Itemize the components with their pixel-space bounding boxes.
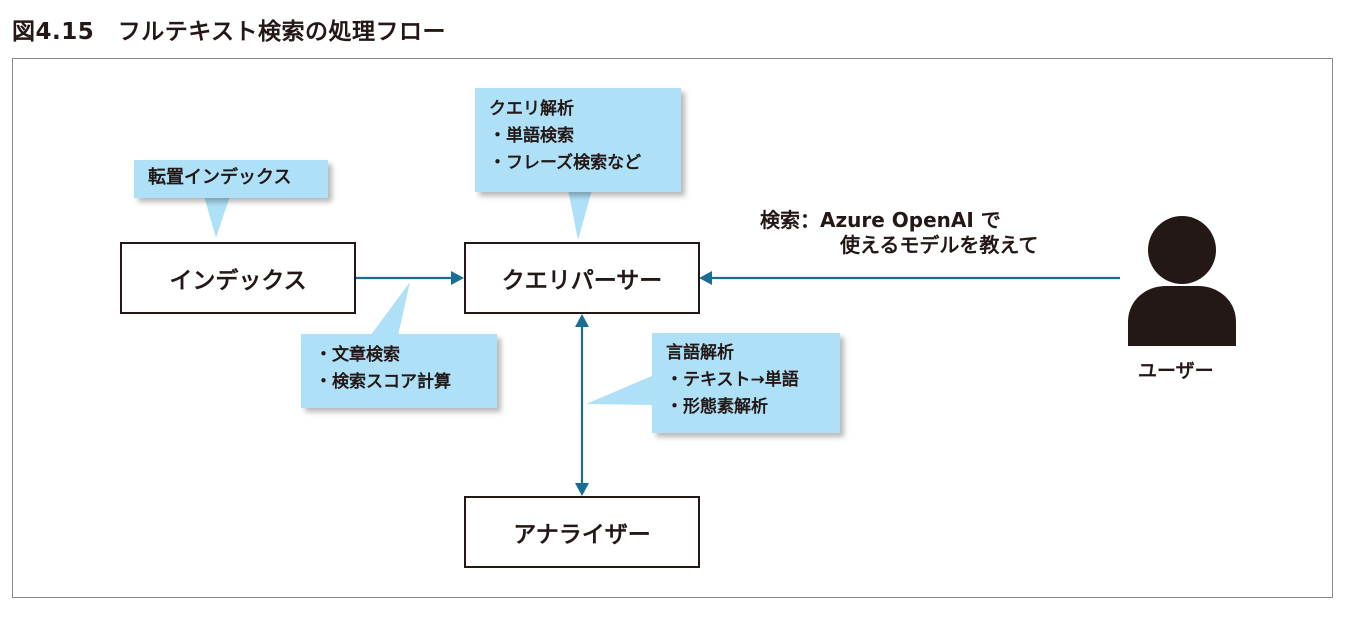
callout-inverted-index-title: 転置インデックス: [148, 167, 292, 188]
arrowhead-left-icon: [699, 271, 712, 285]
arrowhead-down-icon: [575, 483, 589, 496]
callout-tail-query-analysis: [568, 190, 592, 240]
analyzer-box: アナライザー: [464, 496, 700, 568]
user-query-line1: 検索：Azure OpenAI で: [760, 208, 1001, 232]
index-box: インデックス: [120, 242, 356, 314]
callout-document-search-item: ・文章検索: [315, 345, 400, 365]
user-query-line2: 使えるモデルを教えて: [840, 233, 1039, 257]
user-query-text: 検索：Azure OpenAI で 使えるモデルを教えて: [760, 208, 1038, 258]
callout-language-analysis-title: 言語解析: [666, 343, 734, 363]
callout-language-analysis-item: ・形態素解析: [666, 397, 768, 418]
callout-query-analysis-title: クエリ解析: [489, 99, 574, 119]
callout-language-analysis-item: ・テキスト→単語: [666, 370, 799, 391]
arrowhead-right-icon: [451, 271, 464, 285]
arrowhead-up-icon: [575, 314, 589, 327]
user-icon: [1128, 216, 1236, 346]
callout-query-analysis-item: ・フレーズ検索など: [489, 153, 642, 174]
callout-tail-inverted-index: [204, 196, 230, 238]
user-label: ユーザー: [1138, 360, 1214, 382]
callout-document-search: ・文章検索 ・検索スコア計算: [301, 334, 497, 408]
callout-document-search-item: ・検索スコア計算: [315, 372, 451, 393]
callout-query-analysis-item: ・単語検索: [489, 126, 574, 147]
callout-query-analysis: クエリ解析 ・単語検索 ・フレーズ検索など: [475, 88, 681, 192]
figure-title: 図4.15 フルテキスト検索の処理フロー: [12, 19, 447, 45]
callout-tail-document-search: [370, 282, 410, 336]
callout-language-analysis: 言語解析 ・テキスト→単語 ・形態素解析: [652, 333, 840, 433]
diagram-frame: [12, 58, 1333, 598]
callout-tail-language-analysis: [586, 375, 654, 405]
query-parser-box: クエリパーサー: [464, 242, 700, 314]
callout-inverted-index: 転置インデックス: [134, 160, 328, 198]
